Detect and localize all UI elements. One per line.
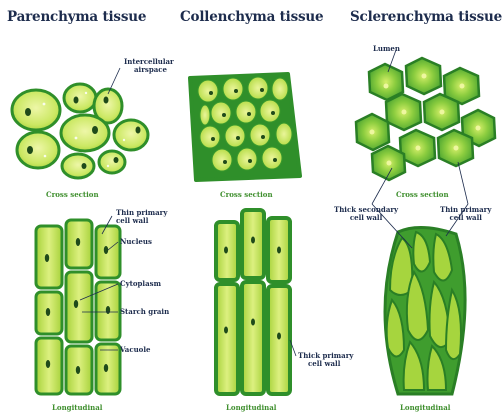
parenchyma-cell: [17, 132, 59, 168]
label-line: cell wall: [440, 214, 491, 222]
caption-longitudinal-parenchyma: Longitudinal: [52, 403, 102, 412]
label-thick-secondary-wall: Thick secondary cell wall: [334, 206, 398, 222]
label-thin-primary-wall: Thin primary cell wall: [116, 209, 167, 225]
label-line: cell wall: [298, 360, 353, 368]
caption-longitudinal-sclerenchyma: Longitudinal: [400, 403, 450, 412]
caption-cross-section-sclerenchyma: Cross section: [396, 190, 449, 199]
sclerenchyma-longitudinal: [385, 227, 465, 394]
label-starch-grain: Starch grain: [120, 308, 169, 316]
label-nucleus: Nucleus: [120, 238, 152, 246]
parenchyma-cell: [114, 120, 148, 150]
parenchyma-cell: [62, 154, 94, 178]
sclerenchyma-cell: [369, 64, 403, 100]
caption-cross-section-parenchyma: Cross section: [46, 190, 99, 199]
label-thick-primary-wall: Thick primary cell wall: [298, 352, 353, 368]
label-line: cell wall: [334, 214, 398, 222]
parenchyma-cross-section: [12, 84, 148, 178]
label-vacuole: Vacuole: [120, 346, 150, 354]
label-line: cell wall: [116, 217, 167, 225]
parenchyma-cell: [99, 151, 125, 173]
collenchyma-title: Collenchyma tissue: [180, 9, 323, 25]
label-lumen: Lumen: [373, 45, 400, 53]
label-line: airspace: [124, 66, 174, 74]
label-cytoplasm: Cytoplasm: [120, 280, 161, 288]
parenchyma-title: Parenchyma tissue: [7, 9, 146, 25]
collenchyma-cross-section: [190, 74, 300, 180]
parenchyma-cell: [64, 84, 96, 112]
label-thin-primary-wall-sclerenchyma: Thin primary cell wall: [440, 206, 491, 222]
label-intercellular-airspace: Intercellular airspace: [124, 58, 174, 74]
caption-longitudinal-collenchyma: Longitudinal: [226, 403, 276, 412]
sclerenchyma-title: Sclerenchyma tissue: [350, 9, 502, 25]
caption-cross-section-collenchyma: Cross section: [220, 190, 273, 199]
parenchyma-cell: [12, 90, 60, 130]
parenchyma-cell: [61, 115, 109, 151]
